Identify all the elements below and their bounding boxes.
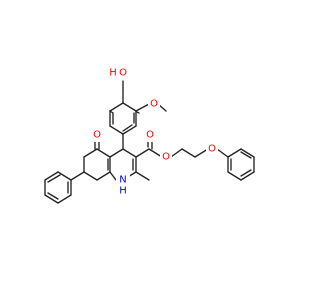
bond [109, 148, 124, 158]
amine-hydrogen-label: H [119, 186, 127, 197]
bond [240, 171, 255, 181]
bond [240, 169, 252, 177]
phenoxy-oxygen-label: O [208, 144, 216, 155]
methoxy-oxygen-mask [148, 97, 160, 111]
bond [83, 171, 98, 181]
amine-label-mask [116, 173, 130, 197]
hydroxyl-hydrogen-label: H [109, 68, 117, 79]
methoxy-oxygen-label: O [150, 99, 158, 110]
bond [47, 174, 61, 183]
bond [57, 171, 72, 181]
bond [47, 192, 59, 200]
bond [170, 148, 183, 158]
bond [135, 148, 150, 158]
ester-carbonyl-oxygen-label: O [146, 130, 154, 141]
amine-nitrogen-label: N [119, 175, 126, 186]
bond [44, 171, 59, 181]
ester-carbonyl-oxygen-mask [144, 128, 156, 142]
bond [216, 148, 229, 158]
bond [122, 124, 133, 132]
bond [122, 148, 137, 158]
atom-label-layer: H O O O O O O N H [91, 66, 218, 197]
bond [122, 102, 137, 112]
bond [136, 111, 140, 114]
phenoxy-oxygen-mask [206, 142, 218, 156]
hydroxyl-oxygen-label: O [119, 68, 127, 79]
ester-ether-oxygen-mask [160, 150, 172, 164]
bond [70, 171, 85, 181]
hydroxyl-label-mask [110, 66, 134, 80]
bond-layer [44, 80, 255, 204]
bond [109, 102, 124, 112]
bond [194, 148, 209, 158]
bond [240, 148, 255, 158]
ketone-oxygen-label: O [93, 130, 101, 141]
bond [122, 125, 137, 135]
bond [181, 148, 196, 158]
bond [83, 148, 98, 158]
bond [96, 148, 111, 158]
structure-canvas: H O O O O O O N H [44, 66, 255, 204]
ester-ether-oxygen-label: O [162, 152, 170, 163]
molecule-structure: H O O O O O O N H [44, 66, 255, 204]
bond [109, 171, 117, 181]
bond [44, 194, 59, 204]
bond [227, 171, 242, 181]
ketone-oxygen-mask [91, 128, 103, 142]
bond [240, 151, 252, 159]
bond [227, 148, 242, 158]
bond [135, 171, 150, 181]
bond [57, 194, 72, 204]
bond [109, 125, 124, 135]
bond [135, 103, 150, 112]
bond [96, 171, 111, 181]
bond [148, 148, 163, 158]
